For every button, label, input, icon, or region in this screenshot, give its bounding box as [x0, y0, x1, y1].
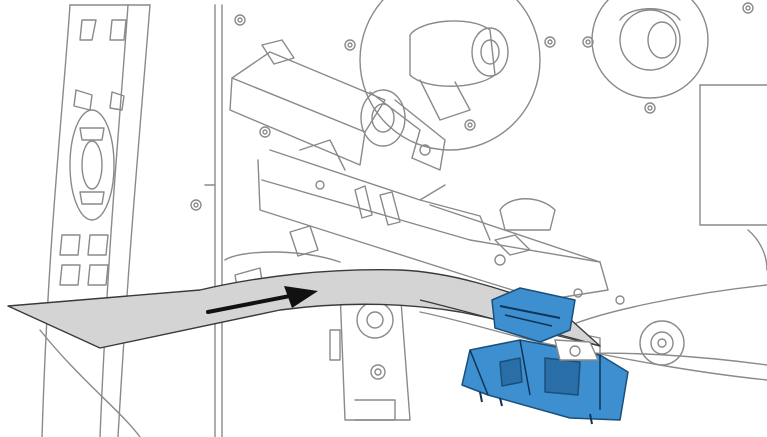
media-supply-spindle — [234, 0, 556, 151]
ribbon-take-up-spindle — [582, 0, 754, 114]
printer-side-frame — [39, 4, 151, 437]
printer-back-plate — [190, 4, 767, 437]
feed-direction-arrow — [206, 286, 318, 314]
peel-bar-pin — [554, 339, 600, 361]
printhead-assembly — [229, 39, 609, 301]
